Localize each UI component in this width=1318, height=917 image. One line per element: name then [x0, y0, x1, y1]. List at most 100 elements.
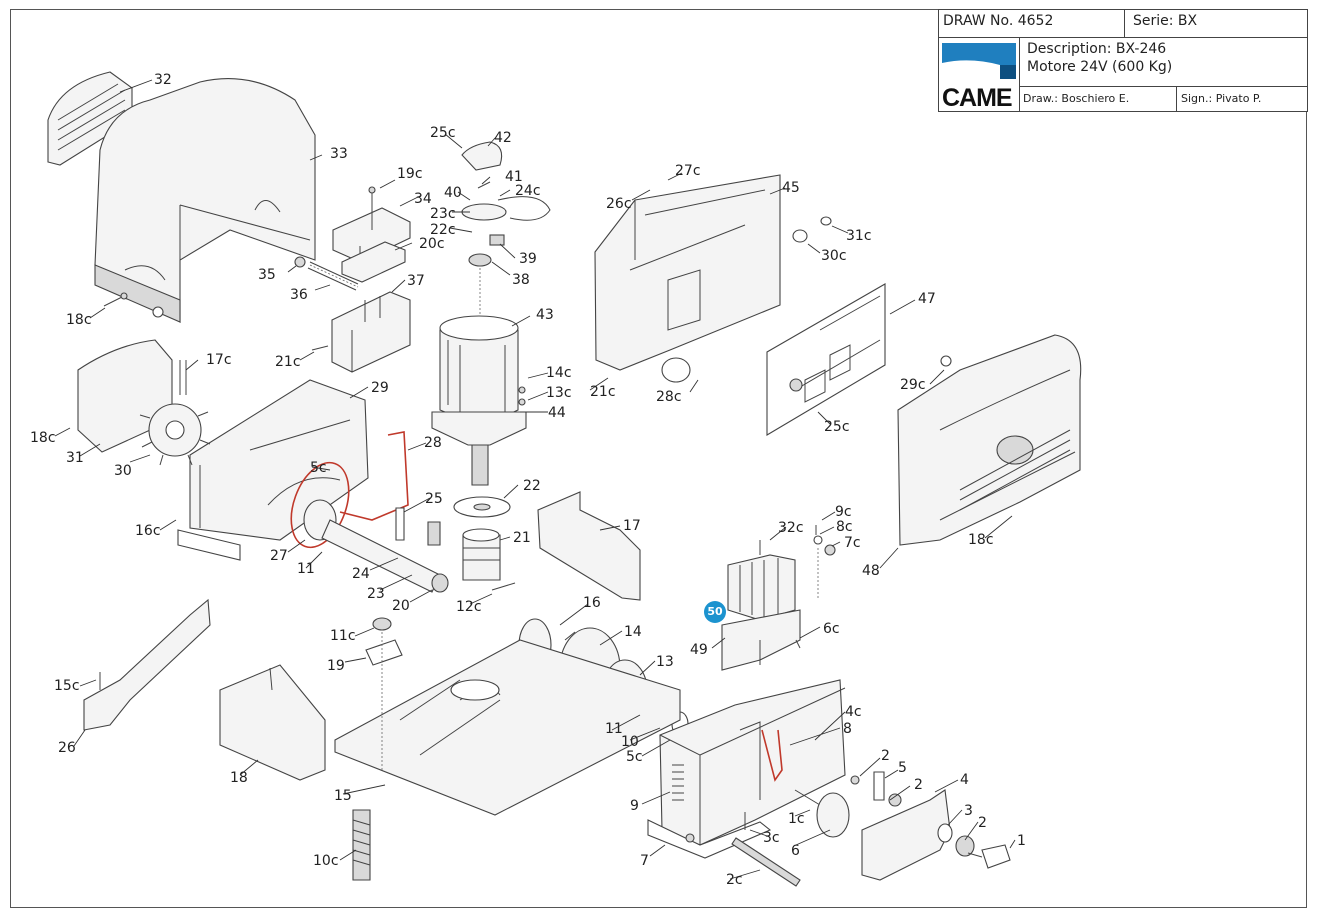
- part-37-bracket: [331, 291, 411, 373]
- label-25c: 25c: [430, 125, 456, 141]
- title-block-header-row: DRAW No. 4652 Serie: BX: [939, 10, 1307, 38]
- label-5c: 5c: [310, 460, 327, 476]
- label-8c: 8c: [836, 519, 853, 535]
- label-11: 11: [297, 561, 315, 577]
- came-logo: CAME: [939, 37, 1020, 112]
- description-line-1: Description: BX-246: [1027, 41, 1167, 57]
- part-21-worm-gear: [462, 528, 501, 581]
- came-brand-text: CAME: [942, 84, 1013, 112]
- part-18c-screw: [103, 292, 128, 307]
- part-6c-screw: [795, 639, 801, 649]
- label-44: 44: [548, 405, 566, 421]
- part-47-board: [766, 283, 886, 436]
- label-36: 36: [290, 287, 308, 303]
- label-47: 47: [918, 291, 936, 307]
- label-24c: 24c: [515, 183, 541, 199]
- part-31c-30c-rings: [792, 216, 832, 243]
- part-34-block: [332, 186, 411, 263]
- label-13: 13: [656, 654, 674, 670]
- part-50-highlight-badge[interactable]: 50: [704, 601, 726, 623]
- label-39: 39: [519, 251, 537, 267]
- label-10c: 10c: [313, 853, 339, 869]
- label-23c: 23c: [430, 206, 456, 222]
- part-8-red-clip: [761, 729, 783, 782]
- leader-lines: [54, 79, 1016, 880]
- label-28: 28: [424, 435, 442, 451]
- label-17: 17: [623, 518, 641, 534]
- part-9-spring: [672, 764, 684, 801]
- part-7-gearbox-half: [647, 679, 846, 859]
- label-35: 35: [258, 267, 276, 283]
- part-32-vent-grille: [47, 71, 133, 166]
- title-block-separator: [1019, 86, 1307, 87]
- part-26-release-lever: [83, 598, 211, 731]
- label-18: 18: [230, 770, 248, 786]
- label-34: 34: [414, 191, 432, 207]
- label-43: 43: [536, 307, 554, 323]
- label-8: 8: [843, 721, 852, 737]
- part-11c-nut: [372, 617, 392, 631]
- label-12c: 12c: [456, 599, 482, 615]
- part-42-cap: [461, 141, 503, 171]
- label-40: 40: [444, 185, 462, 201]
- label-32: 32: [154, 72, 172, 88]
- part-45-plate: [594, 174, 781, 383]
- label-6: 6: [791, 843, 800, 859]
- label-49: 49: [690, 642, 708, 658]
- label-5: 5: [898, 760, 907, 776]
- label-31: 31: [66, 450, 84, 466]
- label-25c-b: 25c: [824, 419, 850, 435]
- label-24: 24: [352, 566, 370, 582]
- part-2-5-screws: [850, 771, 902, 807]
- serie-cell: Serie: BX: [1124, 10, 1308, 37]
- part-35-36-spring: [294, 256, 359, 291]
- label-10: 10: [621, 734, 639, 750]
- draw-number: DRAW No. 4652: [943, 13, 1054, 29]
- label-31c: 31c: [846, 228, 872, 244]
- label-20c: 20c: [419, 236, 445, 252]
- label-2c: 2c: [726, 872, 743, 888]
- label-21: 21: [513, 530, 531, 546]
- part-10c-bolt: [352, 809, 371, 881]
- part-25-pin: [395, 507, 405, 541]
- label-20: 20: [392, 598, 410, 614]
- part-9c-8c-7c: [813, 525, 836, 600]
- label-41: 41: [505, 169, 523, 185]
- label-19: 19: [327, 658, 345, 674]
- label-1c: 1c: [788, 811, 805, 827]
- part-29c-ring: [940, 355, 952, 367]
- drawing-border: [10, 9, 1307, 908]
- label-5c-b: 5c: [626, 749, 643, 765]
- label-27c: 27c: [675, 163, 701, 179]
- drawn-by: Draw.: Boschiero E.: [1023, 92, 1130, 105]
- part-21c-screw: [311, 345, 329, 351]
- came-logo-shape-icon: [942, 43, 1016, 79]
- part-12c-pin: [491, 582, 516, 591]
- part-1-key: [967, 844, 1011, 869]
- label-16: 16: [583, 595, 601, 611]
- label-29c: 29c: [900, 377, 926, 393]
- part-24-key: [427, 521, 441, 546]
- label-48: 48: [862, 563, 880, 579]
- part-20c-block: [341, 241, 406, 283]
- label-25: 25: [425, 491, 443, 507]
- label-38: 38: [512, 272, 530, 288]
- description-line-2: Motore 24V (600 Kg): [1027, 59, 1173, 75]
- description: Description: BX-246 Motore 24V (600 Kg): [1027, 40, 1172, 76]
- label-14c: 14c: [546, 365, 572, 381]
- label-29: 29: [371, 380, 389, 396]
- label-18c-b: 18c: [30, 430, 56, 446]
- label-37: 37: [407, 273, 425, 289]
- label-42: 42: [494, 130, 512, 146]
- label-18c: 18c: [66, 312, 92, 328]
- label-2-c: 2: [978, 815, 987, 831]
- label-14: 14: [624, 624, 642, 640]
- part-48-cover: [897, 334, 1082, 546]
- part-15-base-plate: [334, 639, 681, 816]
- part-50-transformer: [727, 554, 796, 621]
- label-7c: 7c: [844, 535, 861, 551]
- part-22-washer: [453, 496, 511, 518]
- label-15c: 15c: [54, 678, 80, 694]
- label-45: 45: [782, 180, 800, 196]
